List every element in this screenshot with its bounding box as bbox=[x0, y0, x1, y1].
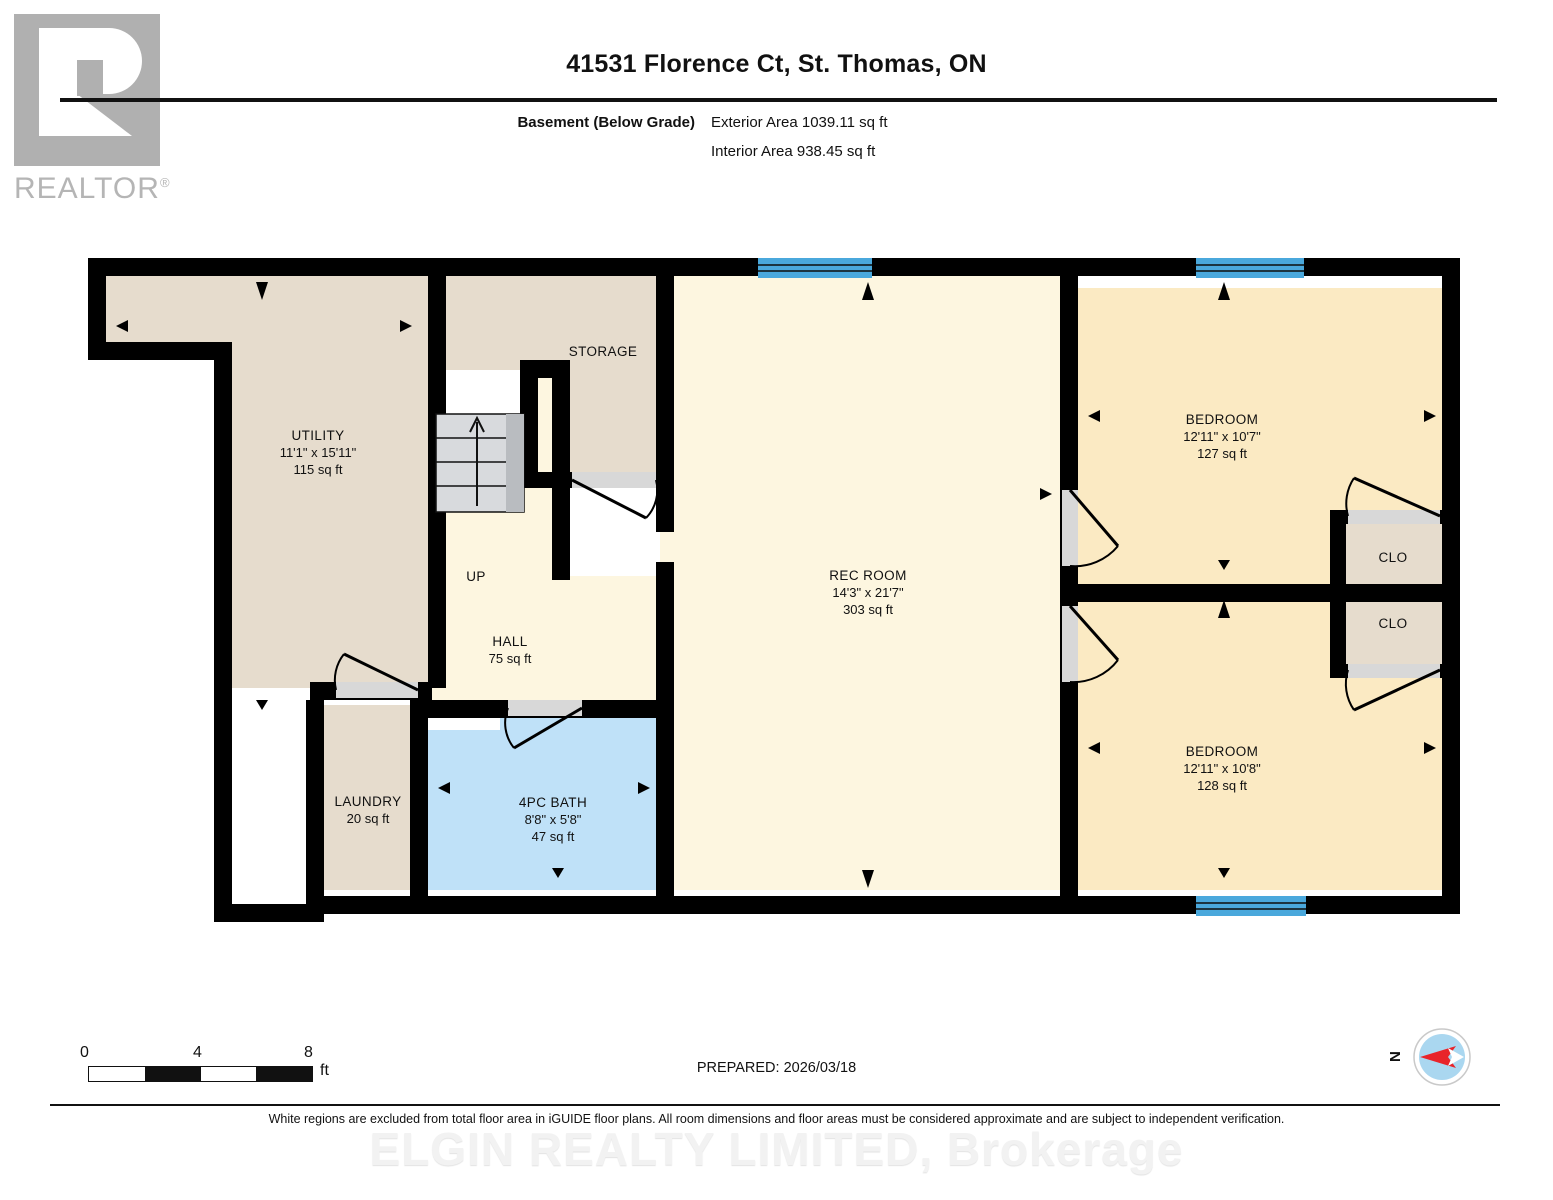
stairs-up-label: UP bbox=[466, 569, 486, 584]
scale-tick-0: 0 bbox=[80, 1044, 89, 1061]
disclaimer-text: White regions are excluded from total fl… bbox=[268, 1112, 1285, 1126]
label-utility: UTILITY 11'1" x 15'11" 115 sq ft bbox=[280, 428, 357, 477]
label-bedroom-2: BEDROOM 12'11" x 10'8" 128 sq ft bbox=[1183, 744, 1261, 793]
room-fill-utility bbox=[104, 273, 432, 688]
door-bedroom-2 bbox=[1062, 605, 1120, 684]
svg-text:8'8" x 5'8": 8'8" x 5'8" bbox=[525, 812, 582, 827]
room-fill-laundry bbox=[320, 705, 416, 890]
label-hall: HALL 75 sq ft bbox=[489, 634, 532, 666]
door-closet-2 bbox=[1344, 664, 1441, 712]
svg-text:14'3" x 21'7": 14'3" x 21'7" bbox=[832, 585, 904, 600]
door-bedroom-1 bbox=[1062, 489, 1120, 568]
scale-seg-4 bbox=[256, 1067, 312, 1081]
svg-text:CLO: CLO bbox=[1379, 550, 1408, 565]
scale-tick-8: 8 bbox=[304, 1044, 313, 1061]
svg-text:HALL: HALL bbox=[492, 634, 527, 649]
level-label: Basement (Below Grade) bbox=[517, 114, 695, 131]
realtor-wordmark: REALTOR® bbox=[14, 172, 200, 206]
svg-text:CLO: CLO bbox=[1379, 616, 1408, 631]
svg-text:4PC BATH: 4PC BATH bbox=[519, 795, 587, 810]
svg-text:47 sq ft: 47 sq ft bbox=[532, 829, 575, 844]
level-summary: Basement (Below Grade) Exterior Area 103… bbox=[480, 108, 1280, 166]
svg-text:128 sq ft: 128 sq ft bbox=[1197, 778, 1247, 793]
exterior-area: Exterior Area 1039.11 sq ft bbox=[711, 114, 888, 131]
dimension-arrows bbox=[116, 282, 1436, 888]
room-fills bbox=[104, 273, 1446, 890]
prepared-date: PREPARED: 2026/03/18 bbox=[696, 1060, 857, 1076]
level-label-spacer bbox=[480, 137, 711, 166]
floor-plan-svg: UP UTILITY 11'1" x 15'11" 115 sq ft bbox=[88, 258, 1460, 922]
svg-text:12'11" x 10'8": 12'11" x 10'8" bbox=[1183, 761, 1261, 776]
window-top-bedroom-1 bbox=[1196, 258, 1304, 278]
interior-area: Interior Area 938.45 sq ft bbox=[711, 143, 876, 160]
svg-text:75 sq ft: 75 sq ft bbox=[489, 651, 532, 666]
svg-text:STORAGE: STORAGE bbox=[569, 344, 638, 359]
door-utility bbox=[333, 652, 419, 698]
room-fill-bath bbox=[428, 710, 660, 890]
scale-tick-4: 4 bbox=[193, 1044, 202, 1061]
room-fill-hall-bridge bbox=[432, 576, 664, 705]
doors bbox=[333, 472, 1441, 750]
svg-text:11'1" x 15'11": 11'1" x 15'11" bbox=[280, 445, 357, 460]
scale-seg-3 bbox=[200, 1067, 257, 1081]
label-bedroom-1: BEDROOM 12'11" x 10'7" 127 sq ft bbox=[1183, 412, 1261, 461]
stairs: UP bbox=[435, 413, 525, 584]
room-fill-recroom bbox=[660, 273, 1064, 890]
footer-divider bbox=[50, 1104, 1500, 1106]
room-fill-closet-2 bbox=[1340, 602, 1446, 670]
realtor-r-icon bbox=[14, 14, 160, 166]
svg-text:12'11" x 10'7": 12'11" x 10'7" bbox=[1183, 429, 1261, 444]
window-bottom-bedroom-2 bbox=[1196, 896, 1306, 916]
svg-text:303 sq ft: 303 sq ft bbox=[843, 602, 893, 617]
realtor-logo: REALTOR® bbox=[14, 14, 194, 205]
page-title: 41531 Florence Ct, St. Thomas, ON bbox=[566, 50, 987, 78]
room-fill-closet-1 bbox=[1340, 520, 1446, 588]
registered-mark: ® bbox=[159, 175, 171, 190]
label-laundry: LAUNDRY 20 sq ft bbox=[334, 794, 401, 826]
door-closet-1 bbox=[1345, 476, 1441, 524]
room-labels: UTILITY 11'1" x 15'11" 115 sq ft STORAGE… bbox=[280, 344, 1408, 844]
compass-north-label: N bbox=[1387, 1051, 1404, 1062]
windows bbox=[758, 258, 1306, 916]
door-storage bbox=[571, 472, 659, 520]
label-recroom: REC ROOM 14'3" x 21'7" 303 sq ft bbox=[829, 568, 906, 617]
scale-bar bbox=[88, 1066, 313, 1082]
window-top-recroom bbox=[758, 258, 872, 278]
label-bath: 4PC BATH 8'8" x 5'8" 47 sq ft bbox=[519, 795, 587, 844]
scale-seg-2 bbox=[144, 1067, 201, 1081]
title-divider bbox=[60, 98, 1497, 102]
floor-plan: UP UTILITY 11'1" x 15'11" 115 sq ft bbox=[0, 210, 1553, 1000]
svg-text:BEDROOM: BEDROOM bbox=[1186, 744, 1259, 759]
svg-text:127 sq ft: 127 sq ft bbox=[1197, 446, 1247, 461]
brokerage-watermark: ELGIN REALTY LIMITED, Brokerage bbox=[369, 1123, 1184, 1175]
realtor-word-text: REALTOR bbox=[14, 172, 160, 205]
svg-text:115 sq ft: 115 sq ft bbox=[294, 462, 343, 477]
svg-text:LAUNDRY: LAUNDRY bbox=[334, 794, 401, 809]
svg-text:UTILITY: UTILITY bbox=[291, 428, 344, 443]
label-closet-2: CLO bbox=[1379, 616, 1408, 631]
compass-rose: N bbox=[1380, 1026, 1490, 1088]
svg-text:BEDROOM: BEDROOM bbox=[1186, 412, 1259, 427]
label-storage: STORAGE bbox=[569, 344, 638, 359]
svg-text:REC ROOM: REC ROOM bbox=[829, 568, 906, 583]
door-bath bbox=[504, 700, 583, 750]
scale-unit: ft bbox=[320, 1062, 329, 1079]
header: REALTOR® 41531 Florence Ct, St. Thomas, … bbox=[0, 0, 1553, 210]
scale-seg-1 bbox=[89, 1067, 145, 1081]
label-closet-1: CLO bbox=[1379, 550, 1408, 565]
svg-text:20 sq ft: 20 sq ft bbox=[347, 811, 390, 826]
